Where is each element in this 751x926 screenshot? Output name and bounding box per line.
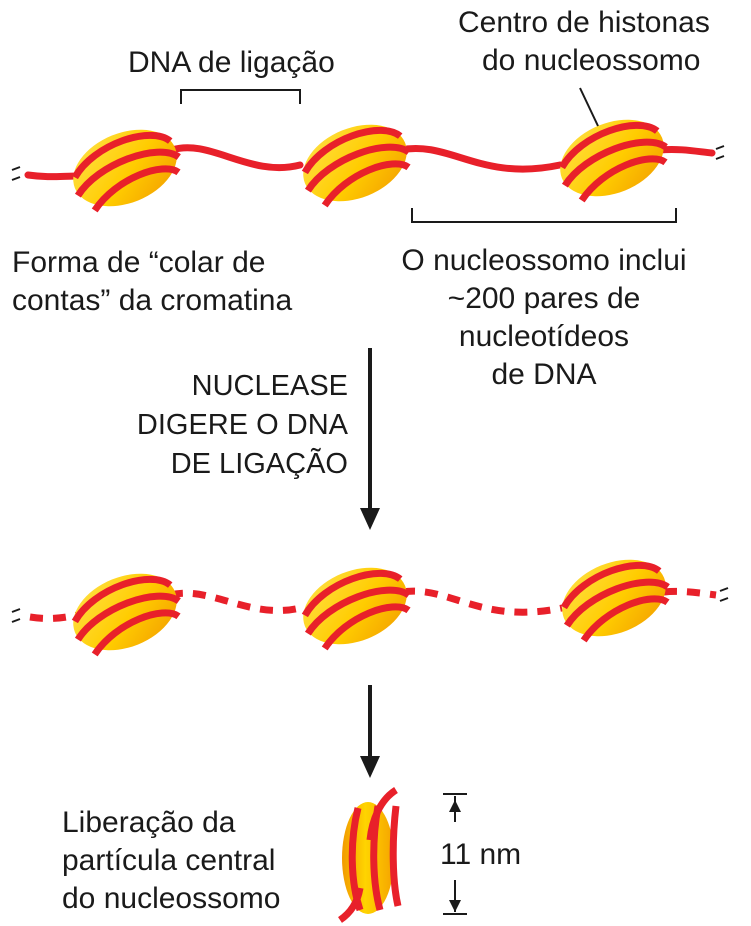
nucleosome-includes-line2: ~200 pares de (448, 282, 641, 315)
linker-dna-label: DNA de ligação (128, 46, 335, 79)
nucleosome-4 (71, 573, 181, 657)
release-label-line3: do nucleossomo (62, 882, 280, 915)
nuclease-step: NUCLEASE DIGERE O DNA DE LIGAÇÃO (137, 348, 380, 530)
size-label: 11 nm (440, 838, 521, 871)
nucleosome-span-bracket (411, 208, 677, 223)
nucleosome-5 (301, 567, 411, 651)
nucleosome-1 (71, 129, 181, 213)
nucleosome-includes-line4: de DNA (491, 358, 596, 391)
digested-linker-dna (29, 587, 717, 622)
histone-core-pointer (579, 87, 599, 127)
step-arrow-1-head (360, 508, 380, 530)
dna-end-marks-right (715, 145, 725, 160)
release-label-line2: partícula central (62, 844, 275, 877)
nucleosome-3 (558, 119, 668, 203)
beads-on-string-row: DNA de ligação Centro de histonas do nuc… (11, 6, 725, 391)
size-dimension-marker (443, 793, 467, 915)
released-core-particle (337, 787, 402, 923)
nucleosome-includes-line3: nucleotídeos (459, 320, 629, 353)
histone-core-label-line2: do nucleossomo (482, 44, 700, 77)
nucleosome-6 (560, 559, 670, 643)
digested-row (11, 559, 729, 657)
beads-form-label-line2: contas” da cromatina (12, 284, 292, 317)
linker-dna-strand (24, 144, 716, 181)
nuclease-label-line2: DIGERE O DNA (137, 409, 349, 441)
nuclease-label-line1: NUCLEASE (192, 370, 348, 402)
dna-end-marks-left (11, 166, 21, 181)
nuclease-label-line3: DE LIGAÇÃO (171, 446, 348, 480)
step-arrow-2-head (360, 756, 380, 778)
release-label-line1: Liberação da (62, 806, 236, 839)
beads-form-label-line1: Forma de “colar de (12, 246, 265, 279)
linker-dna-bracket (180, 89, 301, 104)
nucleosome-includes-line1: O nucleossomo inclui (401, 244, 686, 277)
nucleosome-2 (301, 124, 411, 208)
dna-end-marks-left-2 (11, 608, 21, 623)
dna-end-marks-right-2 (719, 587, 729, 602)
histone-core-label-line1: Centro de histonas (458, 6, 710, 39)
